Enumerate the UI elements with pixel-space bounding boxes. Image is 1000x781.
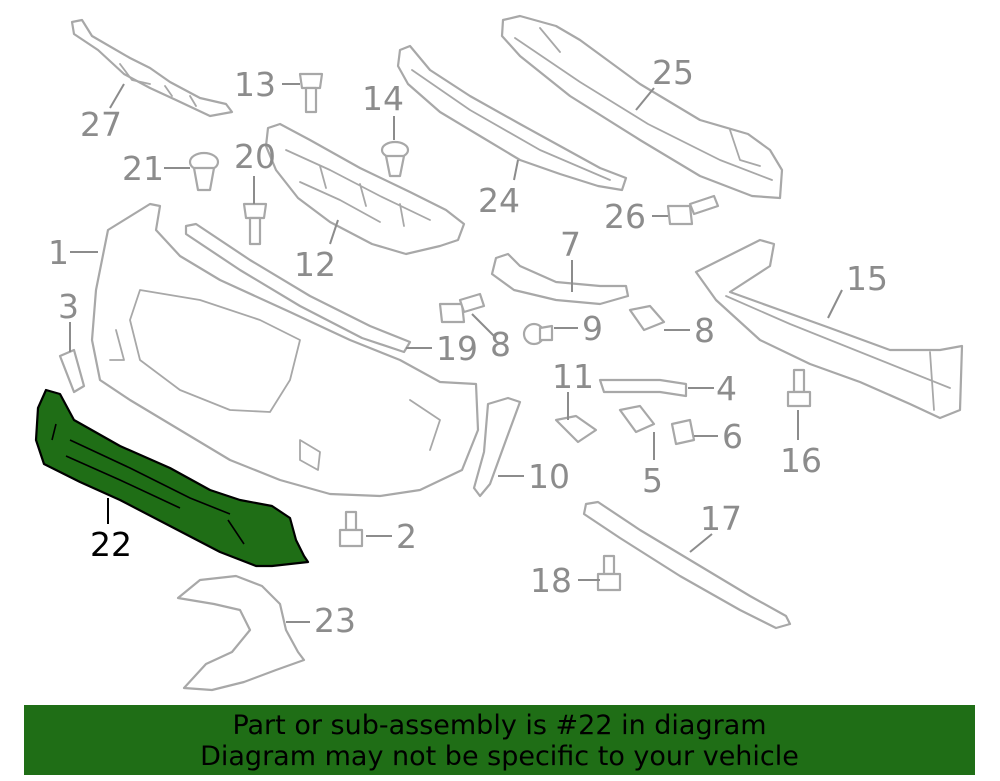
part-12-bracket (264, 122, 466, 256)
leader-lines (69, 83, 843, 623)
part-22-lower-grille (34, 388, 310, 568)
part-23-bezel (176, 574, 306, 692)
part-10-bracket (472, 396, 522, 498)
part-14-clip (380, 140, 410, 178)
part-15-absorber (694, 238, 964, 420)
callout-6: 6 (722, 417, 743, 456)
callout-17: 17 (700, 499, 742, 538)
part-13-bolt (298, 72, 324, 114)
part-18-bolt (596, 554, 622, 592)
part-6-bolt (670, 418, 696, 446)
callout-13: 13 (234, 65, 276, 104)
part-24-bar (396, 44, 628, 192)
part-4-bracket (598, 378, 688, 398)
callout-26: 26 (604, 197, 646, 236)
callout-21: 21 (122, 149, 164, 188)
part-26-bolt (666, 194, 720, 226)
banner-line-1: Part or sub-assembly is #22 in diagram (232, 710, 767, 741)
callout-14: 14 (362, 79, 404, 118)
callout-2: 2 (396, 517, 417, 556)
callout-5: 5 (642, 461, 663, 500)
part-7-bracket (490, 252, 630, 306)
part-8-bolt-a (438, 292, 486, 324)
info-banner: Part or sub-assembly is #22 in diagram D… (24, 705, 975, 775)
callout-20: 20 (234, 137, 276, 176)
part-11-bolt (554, 414, 598, 444)
callout-9: 9 (582, 309, 603, 348)
part-27-bracket (70, 18, 234, 118)
callout-10: 10 (528, 457, 570, 496)
callout-27: 27 (80, 105, 122, 144)
callout-7: 7 (560, 225, 581, 264)
callout-3: 3 (58, 287, 79, 326)
callout-11: 11 (552, 357, 594, 396)
part-16-bolt (786, 368, 812, 408)
callout-16: 16 (780, 441, 822, 480)
callout-8b: 8 (694, 311, 715, 350)
callout-15: 15 (846, 259, 888, 298)
part-9-clip (522, 322, 554, 346)
callout-19: 19 (436, 329, 478, 368)
banner-line-2: Diagram may not be specific to your vehi… (200, 741, 799, 772)
callout-18: 18 (530, 561, 572, 600)
part-8-bolt-b (628, 304, 666, 332)
part-21-clip (188, 151, 220, 192)
part-5-bolt (618, 404, 656, 434)
callout-22: 22 (90, 525, 132, 564)
callout-12: 12 (294, 245, 336, 284)
callout-8a: 8 (490, 325, 511, 364)
part-3-bracket (58, 348, 86, 394)
callout-25: 25 (652, 53, 694, 92)
part-20-bolt (242, 202, 268, 246)
part-25-reinforcement (500, 14, 784, 200)
callout-1: 1 (48, 233, 69, 272)
part-1-bumper-cover (90, 202, 480, 498)
callout-24: 24 (478, 181, 520, 220)
part-2-bolt (338, 510, 364, 548)
callout-4: 4 (716, 369, 737, 408)
callout-23: 23 (314, 601, 356, 640)
part-17-strip (582, 500, 792, 630)
